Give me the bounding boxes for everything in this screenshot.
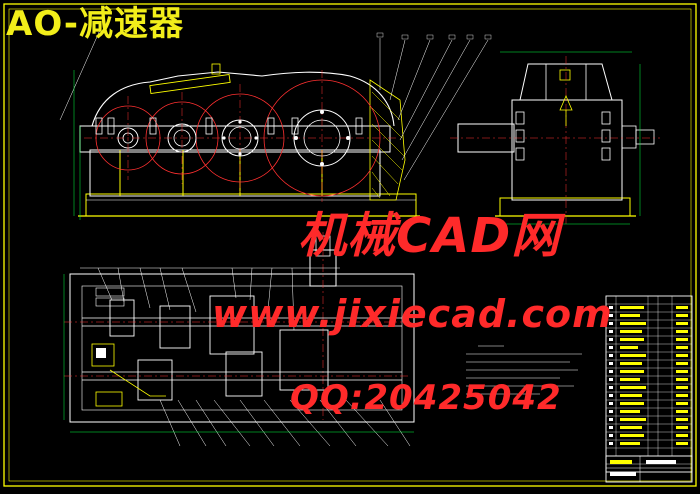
plan-view — [63, 232, 415, 447]
flange-bolts — [95, 117, 363, 135]
title-block — [605, 455, 693, 483]
housing-hatch — [369, 79, 406, 201]
parts-list — [605, 295, 693, 473]
side-dimensions — [500, 51, 641, 225]
upper-cover — [91, 71, 395, 127]
inspection-cover — [149, 73, 231, 95]
plan-leaders-bottom — [159, 399, 411, 447]
watermark-url: www.jixiecad.com — [212, 292, 613, 336]
plan-hatch — [91, 343, 166, 407]
watermark-qq: QQ:20425042 — [290, 378, 562, 418]
drawing-inner-border — [8, 8, 692, 482]
parts-list-rows — [606, 296, 692, 465]
side-view — [450, 51, 660, 225]
plan-outline — [69, 273, 415, 423]
drawing-border — [3, 3, 697, 487]
front-dimensions — [73, 70, 81, 220]
plan-gears — [109, 295, 329, 401]
parts-list-numbers — [609, 306, 613, 445]
plan-leaders-top — [80, 267, 340, 331]
plan-dimensions — [63, 274, 414, 433]
technical-notes — [466, 345, 582, 395]
parts-list-entries — [620, 306, 688, 445]
drawing-title: AO-减速器 — [6, 4, 184, 44]
lower-housing — [89, 149, 381, 197]
side-housing — [511, 99, 623, 201]
cap-bolts — [222, 110, 350, 166]
front-view — [59, 29, 492, 220]
front-leaders — [59, 29, 489, 181]
watermark-site-name: 机械CAD网 — [298, 208, 561, 264]
